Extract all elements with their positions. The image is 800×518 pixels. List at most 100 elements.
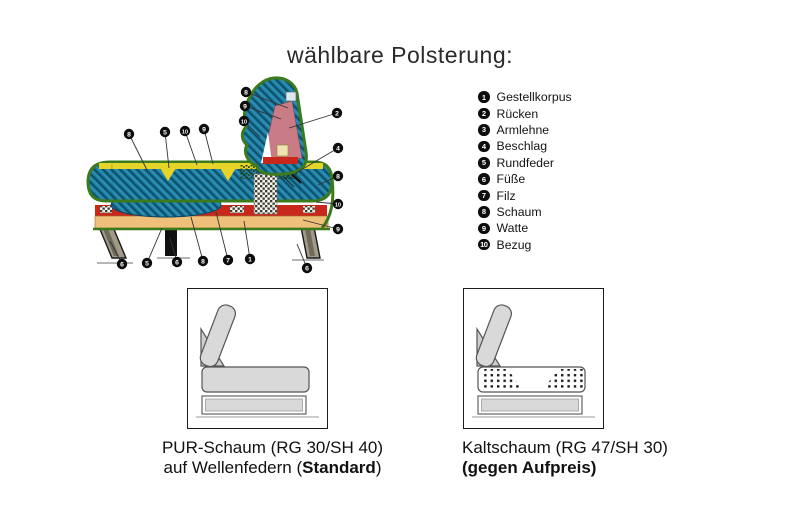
callout-circle-6 bbox=[301, 262, 313, 274]
callout-line-7 bbox=[215, 211, 229, 261]
legend-number-badge: 8 bbox=[478, 206, 490, 218]
callout-circle-6 bbox=[116, 258, 128, 270]
callout-line-5 bbox=[146, 227, 163, 264]
back-felt-strip bbox=[263, 157, 298, 164]
callout-circle-10 bbox=[332, 198, 344, 210]
page-title: wählbare Polsterung: bbox=[286, 42, 514, 68]
callout-circle-6 bbox=[171, 256, 183, 268]
callout-line-4 bbox=[295, 147, 339, 174]
callout-number: 6 bbox=[305, 265, 309, 272]
legend-number-badge: 6 bbox=[478, 173, 490, 185]
callout-circle-5 bbox=[159, 126, 171, 138]
legend-label: Rücken bbox=[496, 106, 539, 121]
callout-number: 8 bbox=[244, 89, 248, 96]
caption-pur: PUR-Schaum (RG 30/SH 40) auf Wellenfeder… bbox=[150, 438, 395, 477]
caption-kalt-line2: (gegen Aufpreis) bbox=[462, 457, 597, 477]
top-fitting bbox=[285, 91, 297, 102]
callout-number: 1 bbox=[248, 256, 252, 263]
callout-number: 8 bbox=[336, 173, 340, 180]
callout-circle-9 bbox=[332, 223, 344, 235]
callout-number: 8 bbox=[201, 258, 205, 265]
cream-block bbox=[276, 144, 289, 157]
callout-number: 5 bbox=[163, 129, 167, 136]
callout-line-8 bbox=[245, 91, 289, 109]
callout-line-8 bbox=[190, 216, 204, 262]
callout-circle-9 bbox=[198, 123, 210, 135]
callout-circle-8 bbox=[123, 128, 135, 140]
legend-label: Füße bbox=[496, 172, 526, 187]
callout-circle-8 bbox=[197, 255, 209, 267]
wadding-layer bbox=[99, 163, 323, 169]
callout-circle-10 bbox=[179, 125, 191, 137]
callout-number: 5 bbox=[145, 260, 149, 267]
legend-number-badge: 5 bbox=[478, 157, 490, 169]
caption-pur-line2: auf Wellenfedern (Standard) bbox=[163, 457, 382, 477]
callout-circle-4 bbox=[332, 142, 344, 154]
callout-number: 2 bbox=[335, 110, 339, 117]
option-box-kaltschaum bbox=[463, 288, 604, 429]
legend-number-badge: 7 bbox=[478, 189, 490, 202]
legend-number-badge: 4 bbox=[478, 140, 490, 153]
legend-item-5: 5 Rundfeder bbox=[478, 155, 572, 171]
legend-item-6: 6 Füße bbox=[478, 171, 572, 187]
legend-label: Bezug bbox=[496, 237, 532, 252]
legend-label: Rundfeder bbox=[496, 155, 554, 170]
legend-number-badge: 3 bbox=[478, 124, 490, 136]
option-box-pur bbox=[187, 288, 328, 429]
callout-number: 9 bbox=[202, 126, 206, 133]
spring-block bbox=[253, 173, 278, 215]
callout-number: 9 bbox=[336, 226, 340, 233]
legend-label: Gestellkorpus bbox=[496, 90, 572, 105]
caption-kaltschaum: Kaltschaum (RG 47/SH 30) (gegen Aufpreis… bbox=[462, 438, 712, 477]
callout-circle-5 bbox=[141, 257, 153, 269]
legend-item-7: 7 Filz bbox=[478, 187, 572, 203]
callout-circle-8 bbox=[332, 170, 344, 182]
legend-item-10: 10 Bezug bbox=[478, 237, 572, 253]
callout-line-10 bbox=[184, 130, 198, 166]
callout-number: 8 bbox=[127, 131, 131, 138]
callout-line-2 bbox=[288, 112, 338, 129]
kaltschaum-icon bbox=[472, 304, 595, 418]
callout-line-5 bbox=[164, 131, 170, 169]
legend-item-2: 2 Rücken bbox=[478, 105, 572, 121]
callout-line-9 bbox=[302, 219, 339, 230]
callout-number: 7 bbox=[226, 257, 230, 264]
legend-label: Watte bbox=[496, 221, 529, 236]
legend-number-badge: 10 bbox=[478, 238, 490, 251]
callout-number: 4 bbox=[336, 145, 340, 152]
callout-circle-8 bbox=[240, 86, 252, 98]
callout-line-8 bbox=[128, 133, 149, 173]
callout-number: 6 bbox=[120, 261, 124, 268]
sofa-backrest bbox=[240, 76, 308, 176]
callout-line-1 bbox=[243, 220, 251, 260]
legend-label: Armlehne bbox=[496, 122, 550, 137]
legend-label: Beschlag bbox=[496, 139, 548, 154]
legend-item-3: 3 Armlehne bbox=[478, 122, 572, 138]
callout-circle-9 bbox=[239, 100, 251, 112]
legend-number-badge: 9 bbox=[478, 222, 490, 235]
legend-label: Filz bbox=[496, 188, 516, 203]
legend-item-9: 9 Watte bbox=[478, 220, 572, 236]
callout-circle-10 bbox=[238, 115, 250, 127]
callout-circle-7 bbox=[222, 254, 234, 266]
caption-kalt-line1: Kaltschaum (RG 47/SH 30) bbox=[462, 438, 668, 457]
pur-foam-icon bbox=[196, 304, 319, 418]
callout-line-9 bbox=[244, 105, 282, 120]
callout-number: 10 bbox=[241, 119, 247, 125]
frame-layer bbox=[94, 215, 329, 229]
callout-number: 10 bbox=[335, 202, 341, 208]
callout-number: 10 bbox=[182, 129, 188, 135]
callout-circle-1 bbox=[244, 253, 256, 265]
legend-number-badge: 2 bbox=[478, 107, 490, 120]
callout-line-9 bbox=[203, 128, 214, 165]
callout-number: 6 bbox=[175, 259, 179, 266]
caption-pur-line1: PUR-Schaum (RG 30/SH 40) bbox=[161, 438, 384, 457]
legend-item-4: 4 Beschlag bbox=[478, 138, 572, 154]
callout-circle-2 bbox=[331, 107, 343, 119]
